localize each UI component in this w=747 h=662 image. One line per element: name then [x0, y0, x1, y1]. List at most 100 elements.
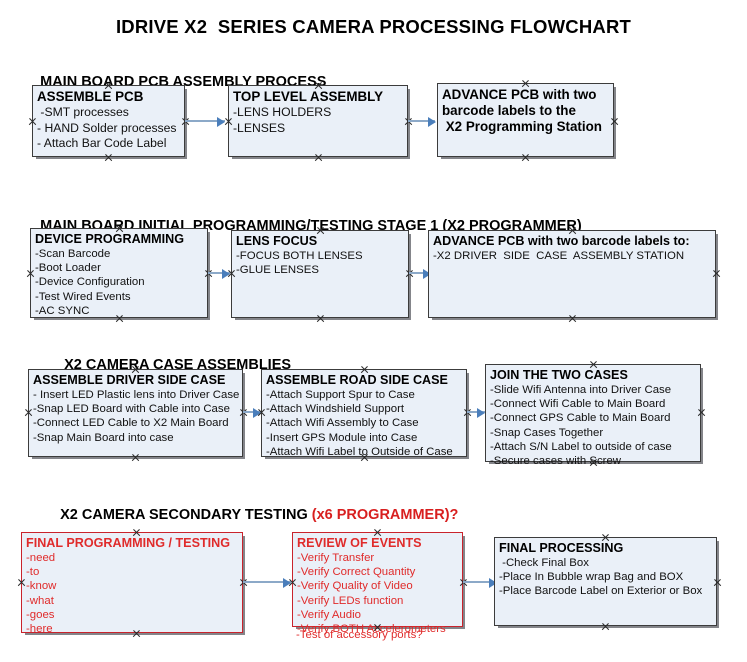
- node-line: barcode labels to the: [442, 103, 576, 118]
- node-title: ADVANCE PCB with two: [442, 87, 597, 102]
- node-assemble-pcb[interactable]: ASSEMBLE PCB -SMT processes - HAND Solde…: [32, 85, 185, 157]
- connection-handle-bottom[interactable]: [104, 153, 113, 162]
- node-line: -Attach Wifi Assembly to Case: [266, 417, 419, 430]
- connection-handle-top[interactable]: [521, 79, 530, 88]
- node-line: -Attach Support Spur to Case: [266, 389, 415, 401]
- connection-handle-bottom[interactable]: [314, 153, 323, 162]
- node-line: -Connect Wifi Cable to Main Board: [490, 398, 666, 411]
- connection-handle-top[interactable]: [360, 365, 369, 374]
- node-line: -know: [26, 580, 57, 593]
- node-lens-focus[interactable]: LENS FOCUS -FOCUS BOTH LENSES -GLUE LENS…: [231, 230, 409, 318]
- node-line: -Connect LED Cable to X2 Main Board: [33, 417, 229, 430]
- node-final-programming-testing[interactable]: FINAL PROGRAMMING / TESTING -need -to -k…: [21, 532, 243, 636]
- node-top-level-assembly[interactable]: TOP LEVEL ASSEMBLY -LENS HOLDERS -LENSES: [228, 85, 408, 157]
- node-title: DEVICE PROGRAMMING: [35, 232, 185, 246]
- connection-handle-right[interactable]: [610, 117, 619, 126]
- node-join-the-two-cases[interactable]: JOIN THE TWO CASES -Slide Wifi Antenna i…: [485, 364, 701, 467]
- connection-handle-left[interactable]: [28, 117, 37, 126]
- page-title: IDRIVE X2 SERIES CAMERA PROCESSING FLOWC…: [115, 16, 632, 37]
- node-title: JOIN THE TWO CASES: [490, 368, 628, 382]
- connection-handle-top[interactable]: [132, 528, 141, 537]
- node-overflow-line: -Test of accessory ports?: [296, 629, 423, 641]
- connector-line: [243, 581, 291, 583]
- node-line: -Test Wired Events: [35, 290, 131, 303]
- connection-handle-bottom[interactable]: [521, 153, 530, 162]
- node-line: -Verify LEDs function: [297, 594, 404, 607]
- connection-handle-top[interactable]: [589, 360, 598, 369]
- node-line: -Verify BOTH Accelerometers: [297, 623, 446, 636]
- connection-handle-top[interactable]: [115, 224, 124, 233]
- connector-line: [463, 581, 496, 583]
- node-device-programming[interactable]: DEVICE PROGRAMMING -Scan Barcode -Boot L…: [30, 228, 208, 318]
- connection-handle-left[interactable]: [224, 117, 233, 126]
- connection-handle-left[interactable]: [26, 269, 35, 278]
- connection-handle-bottom[interactable]: [373, 623, 382, 632]
- connection-handle-top[interactable]: [601, 533, 610, 542]
- connection-handle-right[interactable]: [712, 269, 721, 278]
- connection-handle-bottom[interactable]: [115, 314, 124, 323]
- node-line: -FOCUS BOTH LENSES: [236, 250, 363, 262]
- connection-handle-bottom[interactable]: [360, 453, 369, 462]
- connector-line: [467, 411, 485, 413]
- connection-handle-left[interactable]: [17, 578, 26, 587]
- connector-line: [208, 272, 230, 274]
- node-line: -Attach Wifi Label to Outside of Case: [266, 445, 453, 458]
- connection-handle-top[interactable]: [373, 528, 382, 537]
- connector-arrowhead: [477, 408, 485, 418]
- node-title: REVIEW OF EVENTS: [297, 536, 422, 550]
- node-line: -Verify Correct Quantity: [297, 566, 416, 579]
- node-line: -Snap Main Board into case: [33, 431, 174, 444]
- node-line: -Boot Loader: [35, 262, 101, 275]
- node-line: -Slide Wifi Antenna into Driver Case: [490, 384, 672, 396]
- node-line: -here: [26, 623, 53, 636]
- node-line: -Verify Transfer: [297, 552, 375, 564]
- node-line: -GLUE LENSES: [236, 264, 319, 277]
- node-title: ADVANCE PCB with two barcode labels to:: [433, 234, 690, 248]
- connection-handle-top[interactable]: [568, 226, 577, 235]
- node-line: -Place Barcode Label on Exterior or Box: [499, 585, 703, 598]
- node-line: -Device Configuration: [35, 276, 145, 289]
- node-line: - HAND Solder processes: [37, 120, 177, 135]
- node-final-processing[interactable]: FINAL PROCESSING -Check Final Box -Place…: [494, 537, 717, 626]
- node-line: -LENS HOLDERS: [233, 105, 332, 119]
- connection-handle-bottom[interactable]: [131, 453, 140, 462]
- node-line: X2 Programming Station: [442, 119, 602, 134]
- node-title: FINAL PROGRAMMING / TESTING: [26, 536, 231, 550]
- connection-handle-bottom[interactable]: [316, 314, 325, 323]
- node-assemble-driver-side-case[interactable]: ASSEMBLE DRIVER SIDE CASE - Insert LED P…: [28, 369, 243, 457]
- connection-handle-bottom[interactable]: [601, 622, 610, 631]
- node-line: -Check Final Box: [499, 557, 589, 569]
- connector-line: [185, 120, 225, 122]
- node-line: -Verify Quality of Video: [297, 580, 413, 593]
- connection-handle-left[interactable]: [24, 408, 33, 417]
- node-line: -Insert GPS Module into Case: [266, 431, 418, 444]
- connector-arrowhead: [423, 269, 431, 279]
- node-advance-pcb-programming-station[interactable]: ADVANCE PCB with two barcode labels to t…: [437, 83, 614, 157]
- connection-handle-top[interactable]: [314, 81, 323, 90]
- connector-arrowhead: [489, 578, 497, 588]
- connection-handle-right[interactable]: [713, 578, 722, 587]
- node-review-of-events[interactable]: REVIEW OF EVENTS -Verify Transfer -Verif…: [292, 532, 463, 635]
- node-advance-pcb-driver-side[interactable]: ADVANCE PCB with two barcode labels to: …: [428, 230, 716, 318]
- connection-handle-bottom[interactable]: [568, 314, 577, 323]
- connection-handle-top[interactable]: [131, 365, 140, 374]
- connection-handle-bottom[interactable]: [589, 458, 598, 467]
- connection-handle-bottom[interactable]: [132, 629, 141, 638]
- connection-handle-left[interactable]: [227, 269, 236, 278]
- connection-handle-left[interactable]: [257, 408, 266, 417]
- node-line: -Attach S/N Label to outside of case: [490, 440, 672, 453]
- node-line: - Insert LED Plastic lens into Driver Ca…: [33, 389, 240, 401]
- node-title: FINAL PROCESSING: [499, 541, 624, 555]
- connection-handle-top[interactable]: [316, 226, 325, 235]
- connector-line: [408, 120, 435, 122]
- node-line: -SMT processes: [37, 105, 129, 119]
- node-assemble-road-side-case[interactable]: ASSEMBLE ROAD SIDE CASE -Attach Support …: [261, 369, 467, 458]
- node-line: -Snap LED Board with Cable into Case: [33, 403, 230, 416]
- connection-handle-right[interactable]: [697, 408, 706, 417]
- node-line: -need: [26, 552, 56, 564]
- node-line: -Connect GPS Cable to Main Board: [490, 412, 671, 425]
- connection-handle-left[interactable]: [288, 578, 297, 587]
- connection-handle-top[interactable]: [104, 81, 113, 90]
- connector-arrowhead: [217, 117, 225, 127]
